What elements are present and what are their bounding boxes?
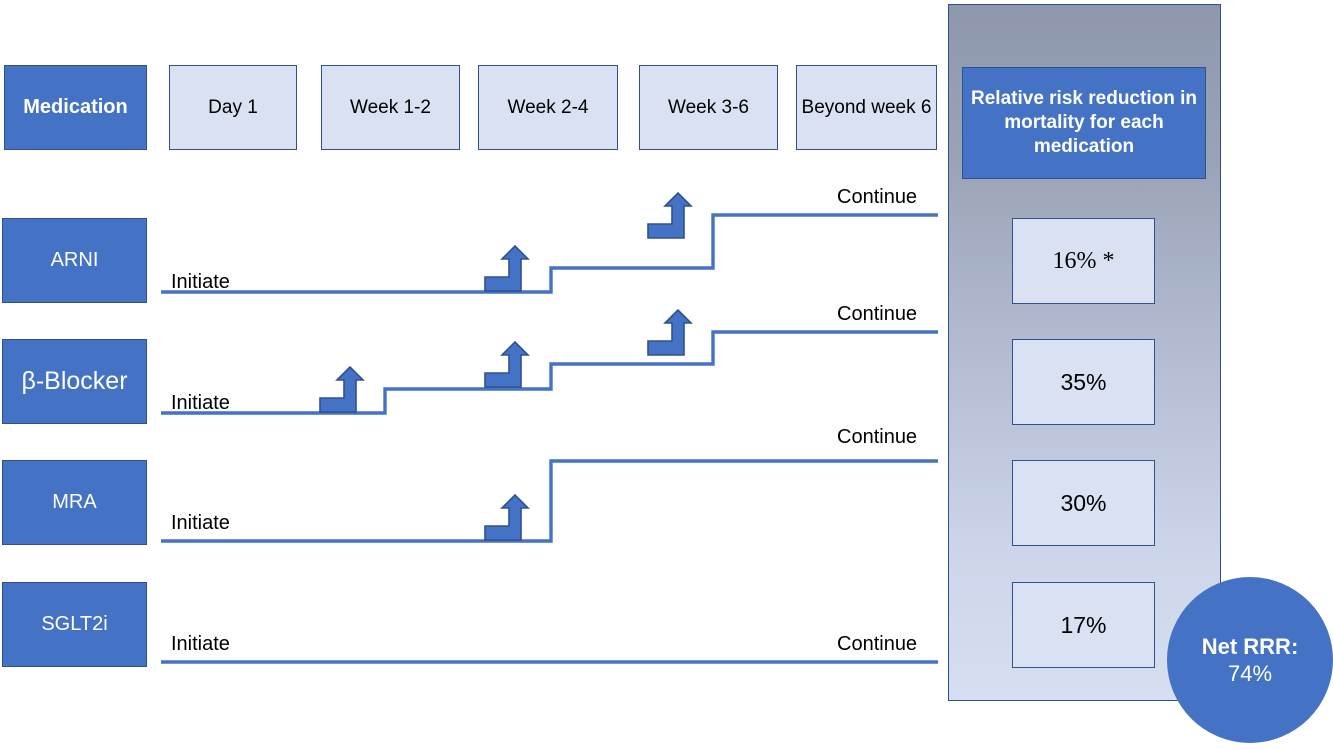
row-line-beta-blocker xyxy=(161,309,938,415)
relative-risk-panel-title: Relative risk reduction in mortality for… xyxy=(962,67,1206,179)
label-initiate-sglt2i: Initiate xyxy=(171,633,230,655)
header-period-day-1: Day 1 xyxy=(169,65,297,150)
label-continue-arni: Continue xyxy=(837,186,918,208)
label-continue-sglt2i: Continue xyxy=(837,633,918,655)
rrr-value-sglt2i: 17% xyxy=(1012,582,1155,668)
label-continue-mra: Continue xyxy=(837,426,918,448)
label-initiate-arni: Initiate xyxy=(171,271,230,293)
medication-box-beta-blocker: β-Blocker xyxy=(2,339,147,424)
header-period-beyond-week-6: Beyond week 6 xyxy=(796,65,937,150)
header-medication: Medication xyxy=(4,65,147,150)
rrr-value-arni: 16% * xyxy=(1012,218,1155,304)
rrr-value-beta-blocker: 35% xyxy=(1012,339,1155,425)
header-period-week-1-2: Week 1-2 xyxy=(321,65,460,150)
medication-box-mra: MRA xyxy=(2,460,147,545)
label-continue-beta-blocker: Continue xyxy=(837,303,918,325)
net-rrr-circle: Net RRR: 74% xyxy=(1167,577,1333,743)
label-initiate-beta-blocker: Initiate xyxy=(171,392,230,414)
header-period-week-3-6: Week 3-6 xyxy=(639,65,778,150)
medication-box-arni: ARNI xyxy=(2,218,147,303)
row-line-arni xyxy=(161,192,938,294)
header-period-week-2-4: Week 2-4 xyxy=(478,65,618,150)
label-initiate-mra: Initiate xyxy=(171,512,230,534)
net-rrr-value: 74% xyxy=(1227,661,1273,686)
medication-box-sglt2i: SGLT2i xyxy=(2,582,147,667)
row-line-mra xyxy=(161,459,938,543)
rrr-value-mra: 30% xyxy=(1012,460,1155,546)
net-rrr-label: Net RRR: xyxy=(1201,633,1299,659)
